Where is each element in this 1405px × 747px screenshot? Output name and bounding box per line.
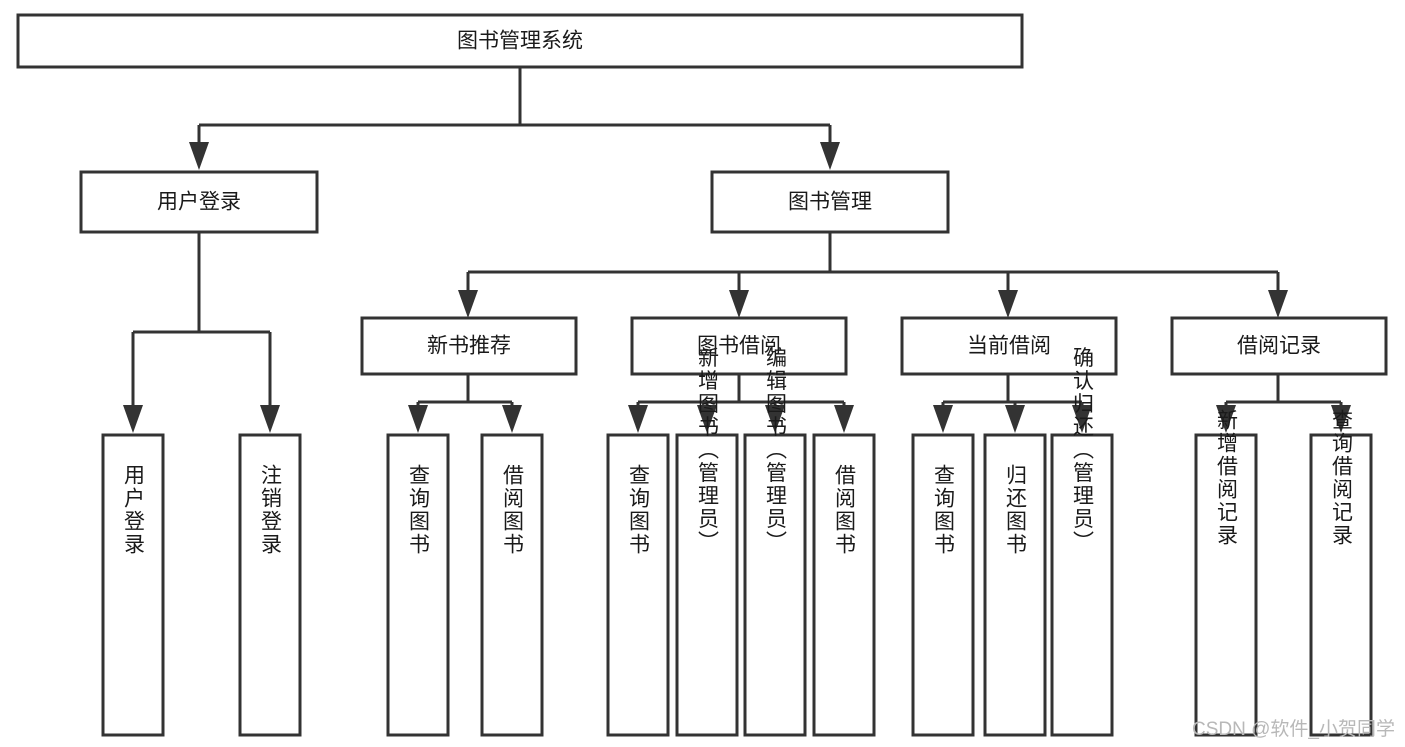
node-borrow-record[interactable]: 借阅记录 <box>1170 316 1388 376</box>
arrowhead-book-borrow <box>729 290 749 318</box>
leaf-query-record-label: 查询借阅记录 <box>1330 409 1354 547</box>
leaf-user-login[interactable]: 用户登录 <box>101 433 165 737</box>
leaf-query-record[interactable]: 查询借阅记录 <box>1309 409 1373 737</box>
node-current-borrow-label: 当前借阅 <box>967 335 1051 358</box>
node-new-book-recommend[interactable]: 新书推荐 <box>360 316 578 376</box>
leaf-user-login-box[interactable] <box>101 433 165 737</box>
leaf-add-book-label: 新增图书（管理员） <box>696 347 720 554</box>
leaf-edit-book[interactable]: 编辑图书（管理员） <box>743 347 807 737</box>
leaf-add-book[interactable]: 新增图书（管理员） <box>675 347 739 737</box>
arrowhead-leaf-query-book-rec <box>408 405 428 433</box>
node-user-login[interactable]: 用户登录 <box>79 170 319 234</box>
leaf-add-record-label: 新增借阅记录 <box>1215 409 1239 547</box>
leaf-query-book-current-box[interactable] <box>911 433 975 737</box>
leaf-borrow-book-rec-box[interactable] <box>480 433 544 737</box>
leaf-return-book-label: 归还图书 <box>1004 464 1028 556</box>
node-new-book-recommend-label: 新书推荐 <box>427 335 511 358</box>
leaf-edit-book-box[interactable] <box>743 433 807 737</box>
arrowhead-current-borrow <box>998 290 1018 318</box>
node-book-borrow-label: 图书借阅 <box>697 335 781 358</box>
node-user-login-label: 用户登录 <box>157 191 241 214</box>
leaf-borrow-book-label: 借阅图书 <box>833 464 857 556</box>
leaf-query-book-rec-label: 查询图书 <box>407 464 431 556</box>
node-book-borrow-box[interactable] <box>630 316 848 376</box>
arrowhead-leaf-user-login <box>123 405 143 433</box>
node-root[interactable]: 图书管理系统 <box>16 13 1024 69</box>
connector-layer <box>123 67 1351 433</box>
leaf-query-book-current[interactable]: 查询图书 <box>911 433 975 737</box>
node-borrow-record-label: 借阅记录 <box>1237 335 1321 358</box>
arrowhead-leaf-return-book <box>1005 405 1025 433</box>
leaf-query-book-borrow-label: 查询图书 <box>627 464 651 556</box>
arrowhead-leaf-borrow-book <box>834 405 854 433</box>
node-current-borrow-box[interactable] <box>900 316 1118 376</box>
arrowhead-leaf-edit-book <box>765 405 785 433</box>
node-book-borrow[interactable]: 图书借阅 <box>630 316 848 376</box>
node-new-book-recommend-box[interactable] <box>360 316 578 376</box>
arrowhead-leaf-add-record <box>1216 405 1236 433</box>
leaf-user-logout[interactable]: 注销登录 <box>238 433 302 737</box>
leaf-add-record[interactable]: 新增借阅记录 <box>1194 409 1258 737</box>
node-root-box[interactable] <box>16 13 1024 69</box>
node-borrow-record-box[interactable] <box>1170 316 1388 376</box>
leaf-edit-book-label: 编辑图书（管理员） <box>764 347 788 554</box>
leaf-query-book-borrow[interactable]: 查询图书 <box>606 433 670 737</box>
arrowhead-new-book-recommend <box>458 290 478 318</box>
leaf-borrow-book-box[interactable] <box>812 433 876 737</box>
node-book-management-box[interactable] <box>710 170 950 234</box>
leaf-borrow-book-rec-label: 借阅图书 <box>501 464 525 556</box>
arrowhead-leaf-borrow-book-rec <box>502 405 522 433</box>
leaf-return-book[interactable]: 归还图书 <box>983 433 1047 737</box>
arrowhead-book-management <box>820 142 840 170</box>
arrowhead-user-login <box>189 142 209 170</box>
leaf-user-logout-box[interactable] <box>238 433 302 737</box>
node-current-borrow[interactable]: 当前借阅 <box>900 316 1118 376</box>
leaf-confirm-return-label: 确认归还（管理员） <box>1071 347 1095 554</box>
leaf-query-record-box[interactable] <box>1309 433 1373 737</box>
leaf-query-book-rec[interactable]: 查询图书 <box>386 433 450 737</box>
csdn-watermark: CSDN @软件_小贺同学 <box>1192 718 1395 740</box>
arrowhead-borrow-record <box>1268 290 1288 318</box>
node-user-login-box[interactable] <box>79 170 319 234</box>
arrowhead-leaf-query-record <box>1331 405 1351 433</box>
node-book-management-label: 图书管理 <box>788 191 872 214</box>
leaf-confirm-return[interactable]: 确认归还（管理员） <box>1050 347 1114 737</box>
arrowhead-leaf-user-logout <box>260 405 280 433</box>
leaf-user-logout-label: 注销登录 <box>259 464 283 556</box>
leaf-query-book-rec-box[interactable] <box>386 433 450 737</box>
node-book-management[interactable]: 图书管理 <box>710 170 950 234</box>
leaf-add-record-box[interactable] <box>1194 433 1258 737</box>
leaf-user-login-label: 用户登录 <box>122 464 146 556</box>
arrowhead-leaf-add-book <box>697 405 717 433</box>
leaf-return-book-box[interactable] <box>983 433 1047 737</box>
leaf-query-book-borrow-box[interactable] <box>606 433 670 737</box>
leaf-borrow-book[interactable]: 借阅图书 <box>812 433 876 737</box>
arrowhead-leaf-query-book-borrow <box>628 405 648 433</box>
arrowhead-leaf-confirm-return <box>1072 405 1092 433</box>
leaf-confirm-return-box[interactable] <box>1050 433 1114 737</box>
leaf-query-book-current-label: 查询图书 <box>932 464 956 556</box>
arrowhead-leaf-query-book-current <box>933 405 953 433</box>
leaf-add-book-box[interactable] <box>675 433 739 737</box>
leaf-borrow-book-rec[interactable]: 借阅图书 <box>480 433 544 737</box>
node-root-label: 图书管理系统 <box>457 30 583 53</box>
